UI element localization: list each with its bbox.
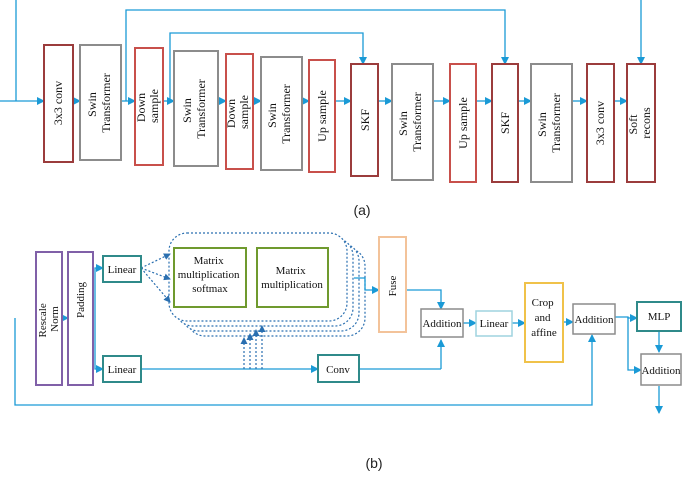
panel-a-blocks: [43, 44, 656, 183]
mlp-block: [636, 301, 682, 332]
skf-2-block: [491, 63, 519, 183]
swin5-label: Swin Transformer: [535, 93, 563, 153]
up2-label: Up sample: [456, 97, 470, 149]
swin4-label: Swin Transformer: [396, 92, 424, 152]
swin3-label: Swin Transformer: [265, 84, 293, 144]
skf1-label: SKF: [358, 109, 372, 131]
matmul-block: [256, 247, 329, 308]
caption-a: (a): [353, 202, 370, 218]
panel-b-dotted-arrows: [140, 253, 266, 369]
crop-affine-label: Crop and affine: [531, 297, 557, 339]
upsample-1-block: [308, 59, 336, 173]
addition-1-label: Addition: [422, 318, 462, 330]
conv3x3-in-block: [43, 44, 74, 163]
panel-a: [0, 0, 645, 105]
conv3x3-out-block: [586, 63, 615, 183]
skf2-label: SKF: [498, 112, 512, 134]
soft-recons-label: Soft recons: [626, 107, 653, 139]
panel-a-labels: 3x3 conv Swin Transformer Down sample Sw…: [51, 73, 653, 153]
down2-label: Down sample: [224, 95, 251, 129]
downsample-1-block: [134, 47, 164, 166]
conv-block: [317, 354, 360, 383]
linear-top-label: Linear: [108, 264, 137, 276]
skf-1-block: [350, 63, 379, 177]
swin1-label: Swin Transformer: [85, 73, 113, 133]
rescale-norm-label: Rescale Norm: [37, 301, 61, 338]
fuse-block: [378, 236, 407, 333]
conv3x3-in-label: 3x3 conv: [51, 81, 65, 125]
addition-2-block: [572, 303, 616, 335]
addition-3-block: [640, 353, 682, 386]
downsample-2-block: [225, 53, 254, 170]
addition-3-label: Addition: [641, 365, 681, 377]
panel-b-blocks: [35, 236, 682, 386]
matmul-softmax-label: Matrix multiplication softmax: [178, 255, 242, 295]
crop-affine-block: [524, 282, 564, 363]
swin-transformer-2-block: [173, 50, 219, 167]
swin-transformer-3-block: [260, 56, 303, 171]
fuse-label: Fuse: [387, 275, 399, 296]
upsample-2-block: [449, 63, 477, 183]
panel-b-labels: Rescale Norm Padding Linear Linear Matri…: [37, 255, 681, 377]
swin-transformer-5-block: [530, 63, 573, 183]
down1-label: Down sample: [134, 89, 161, 123]
linear-2-label: Linear: [480, 318, 509, 330]
panel-b-arrows: [14, 264, 663, 414]
conv-label: Conv: [326, 364, 350, 376]
mlp-label: MLP: [648, 311, 671, 323]
padding-block: [67, 251, 94, 386]
swin-transformer-4-block: [391, 63, 434, 181]
soft-recons-block: [626, 63, 656, 183]
matmul-label: Matrix multiplication: [261, 265, 323, 291]
up1-label: Up sample: [315, 90, 329, 142]
matmul-softmax-block: [173, 247, 247, 308]
linear-top-block: [102, 255, 142, 283]
swin2-label: Swin Transformer: [180, 79, 208, 139]
conv3x3-out-label: 3x3 conv: [593, 101, 607, 145]
linear-bottom-label: Linear: [108, 364, 137, 376]
linear-2-block: [475, 310, 513, 337]
addition-1-block: [420, 308, 464, 338]
caption-b: (b): [365, 455, 382, 471]
rescale-norm-block: [35, 251, 63, 386]
addition-2-label: Addition: [574, 314, 614, 326]
linear-bottom-block: [102, 355, 142, 383]
padding-label: Padding: [75, 281, 87, 318]
swin-transformer-1-block: [79, 44, 122, 161]
